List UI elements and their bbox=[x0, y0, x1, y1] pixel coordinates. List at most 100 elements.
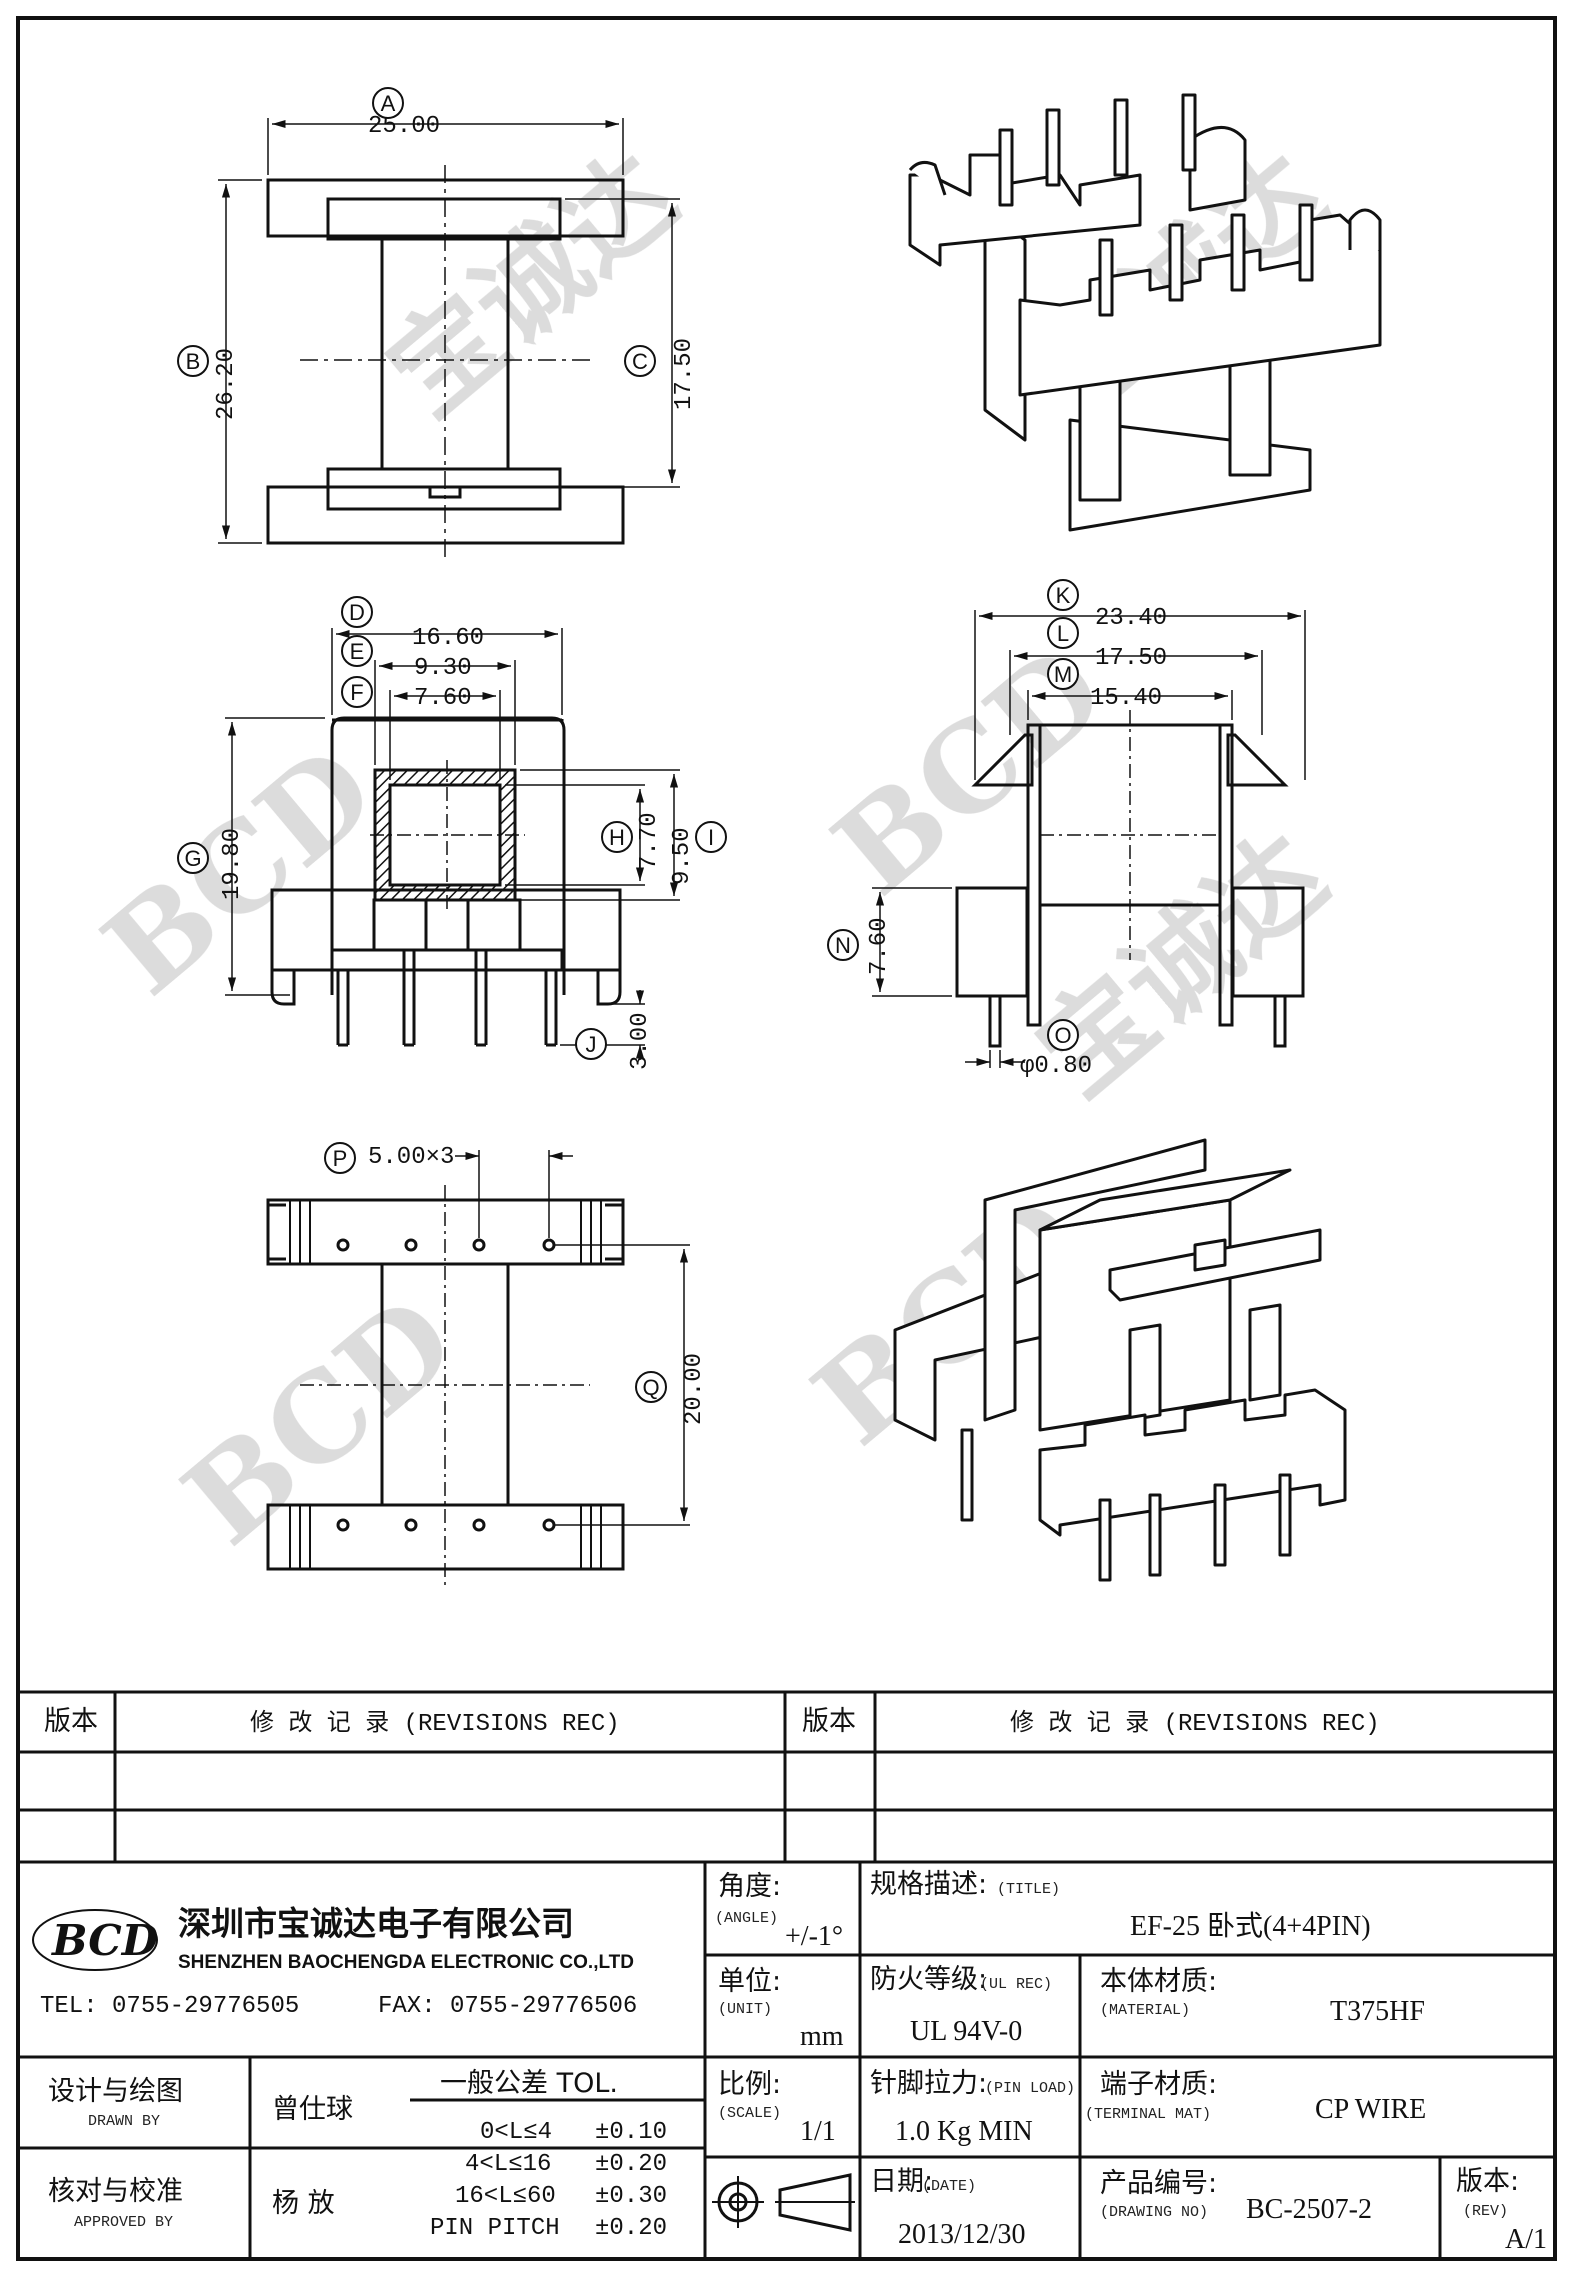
bubble-G: G bbox=[184, 846, 201, 871]
dimension-bubble-labels: A B C D E F G H I J K L M N O P Q bbox=[184, 91, 1072, 1400]
dim-N-value: 7.60 bbox=[866, 917, 893, 975]
date-value: 2013/12/30 bbox=[898, 2219, 1026, 2250]
title-label: 规格描述: bbox=[870, 1869, 987, 1900]
angle-value: +/-1° bbox=[785, 1921, 843, 1952]
material-label: 本体材质: bbox=[1100, 1966, 1217, 1997]
bubble-A: A bbox=[381, 91, 396, 116]
bubble-D: D bbox=[349, 600, 365, 625]
title-block bbox=[18, 1862, 1555, 2259]
company-fax: FAX: 0755-29776506 bbox=[378, 1993, 637, 2020]
dim-Q-value: 20.00 bbox=[681, 1353, 708, 1425]
drawingno-value: BC-2507-2 bbox=[1246, 2194, 1372, 2225]
approved-name: 杨 放 bbox=[272, 2188, 335, 2219]
dim-E-value: 9.30 bbox=[414, 655, 472, 682]
bottom-view-dims bbox=[455, 1150, 690, 1526]
bubble-Q: Q bbox=[642, 1375, 659, 1400]
side-view-dims bbox=[872, 610, 1306, 1068]
drawn-label-en: DRAWN BY bbox=[88, 2113, 160, 2130]
ul-label-en: (UL REC) bbox=[980, 1976, 1052, 1993]
revision-table bbox=[18, 1690, 1555, 1864]
dim-J-value: 3.00 bbox=[627, 1012, 654, 1070]
tol-value-0: ±0.10 bbox=[595, 2119, 667, 2146]
company-tel: TEL: 0755-29776505 bbox=[40, 1993, 299, 2020]
dim-F-value: 7.60 bbox=[414, 685, 472, 712]
bubble-I: I bbox=[708, 825, 714, 850]
drawingno-label: 产品编号: bbox=[1100, 2168, 1217, 2199]
bubble-L: L bbox=[1057, 621, 1069, 646]
scale-label: 比例: bbox=[718, 2069, 781, 2100]
terminal-value: CP WIRE bbox=[1315, 2094, 1426, 2125]
tol-title: 一般公差 TOL. bbox=[440, 2068, 618, 2099]
company-name-cn: 深圳市宝诚达电子有限公司 bbox=[178, 1904, 574, 1943]
dimension-bubbles bbox=[177, 87, 1079, 1403]
dim-L-value: 17.50 bbox=[1095, 645, 1167, 672]
top-view-dims bbox=[218, 118, 680, 544]
company-name-en: SHENZHEN BAOCHENGDA ELECTRONIC CO.,LTD bbox=[178, 1952, 634, 1973]
title-value: EF-25 卧式(4+4PIN) bbox=[1130, 1910, 1371, 1942]
rev-col-version-right: 版本 bbox=[802, 1706, 856, 1737]
title-label-en: (TITLE) bbox=[997, 1881, 1060, 1898]
bubble-M: M bbox=[1054, 662, 1072, 687]
tol-range-2: 16<L≤60 bbox=[455, 2183, 556, 2210]
pinload-label-en: (PIN LOAD) bbox=[985, 2080, 1075, 2097]
rev-col-record-left: 修 改 记 录 (REVISIONS REC) bbox=[250, 1709, 620, 1738]
bubble-K: K bbox=[1056, 583, 1071, 608]
approved-label-en: APPROVED BY bbox=[74, 2214, 173, 2231]
dim-C-value: 17.50 bbox=[671, 338, 698, 410]
rev-col-version-left: 版本 bbox=[44, 1706, 98, 1737]
tol-range-1: 4<L≤16 bbox=[465, 2151, 551, 2178]
front-view-dims bbox=[225, 628, 680, 1060]
company-logo: BCD bbox=[32, 1909, 159, 1971]
drawn-label: 设计与绘图 bbox=[48, 2076, 183, 2107]
bubble-H: H bbox=[609, 825, 625, 850]
ul-label: 防火等级: bbox=[870, 1964, 987, 1995]
isometric-view-top bbox=[908, 93, 1382, 532]
tol-value-1: ±0.20 bbox=[595, 2151, 667, 2178]
tol-range-3: PIN PITCH bbox=[430, 2215, 560, 2242]
rev-label-en: (REV) bbox=[1463, 2203, 1508, 2220]
pinload-value: 1.0 Kg MIN bbox=[895, 2116, 1033, 2147]
watermark-logo-3: BCD bbox=[158, 1269, 481, 1572]
angle-label: 角度: bbox=[718, 1871, 781, 1902]
terminal-label: 端子材质: bbox=[1100, 2069, 1217, 2100]
tol-range-0: 0<L≤4 bbox=[480, 2119, 552, 2146]
dim-H-value: 7.70 bbox=[636, 812, 663, 870]
front-view bbox=[270, 716, 622, 1047]
dim-G-value: 19.80 bbox=[219, 828, 246, 900]
angle-label-en: (ANGLE) bbox=[715, 1910, 778, 1927]
scale-value: 1/1 bbox=[800, 2116, 836, 2147]
dim-B-value: 26.20 bbox=[213, 348, 240, 420]
dim-I-value: 9.50 bbox=[669, 827, 696, 885]
approved-label: 核对与校准 bbox=[48, 2176, 183, 2207]
drawn-name: 曾仕球 bbox=[272, 2094, 353, 2125]
bubble-F: F bbox=[350, 680, 363, 705]
tol-value-3: ±0.20 bbox=[595, 2215, 667, 2242]
pinload-label: 针脚拉力: bbox=[870, 2068, 987, 2099]
dim-D-value: 16.60 bbox=[412, 625, 484, 652]
ul-value: UL 94V-0 bbox=[910, 2016, 1022, 2047]
bubble-N: N bbox=[835, 933, 851, 958]
tol-value-2: ±0.30 bbox=[595, 2183, 667, 2210]
terminal-label-en: (TERMINAL MAT) bbox=[1085, 2106, 1211, 2123]
material-label-en: (MATERIAL) bbox=[1100, 2002, 1190, 2019]
scale-label-en: (SCALE) bbox=[718, 2105, 781, 2122]
rev-col-record-right: 修 改 记 录 (REVISIONS REC) bbox=[1010, 1709, 1380, 1738]
material-value: T375HF bbox=[1330, 1996, 1425, 2027]
page-border bbox=[16, 16, 1557, 2261]
unit-label: 单位: bbox=[718, 1966, 781, 1997]
top-view bbox=[266, 165, 625, 560]
dim-K-value: 23.40 bbox=[1095, 605, 1167, 632]
unit-label-en: (UNIT) bbox=[718, 2001, 772, 2018]
watermark-logo-2: BCD bbox=[808, 619, 1131, 922]
dim-P-value: 5.00×3 bbox=[368, 1144, 454, 1171]
bubble-C: C bbox=[632, 349, 648, 374]
bubble-J: J bbox=[586, 1032, 597, 1057]
bubble-E: E bbox=[350, 639, 365, 664]
bottom-view bbox=[266, 1185, 625, 1585]
isometric-view-bottom bbox=[893, 1138, 1347, 1582]
company-logo-text: BCD bbox=[51, 1916, 159, 1965]
unit-value: mm bbox=[800, 2021, 844, 2052]
dim-A-value: 25.00 bbox=[368, 113, 440, 140]
dim-M-value: 15.40 bbox=[1090, 685, 1162, 712]
